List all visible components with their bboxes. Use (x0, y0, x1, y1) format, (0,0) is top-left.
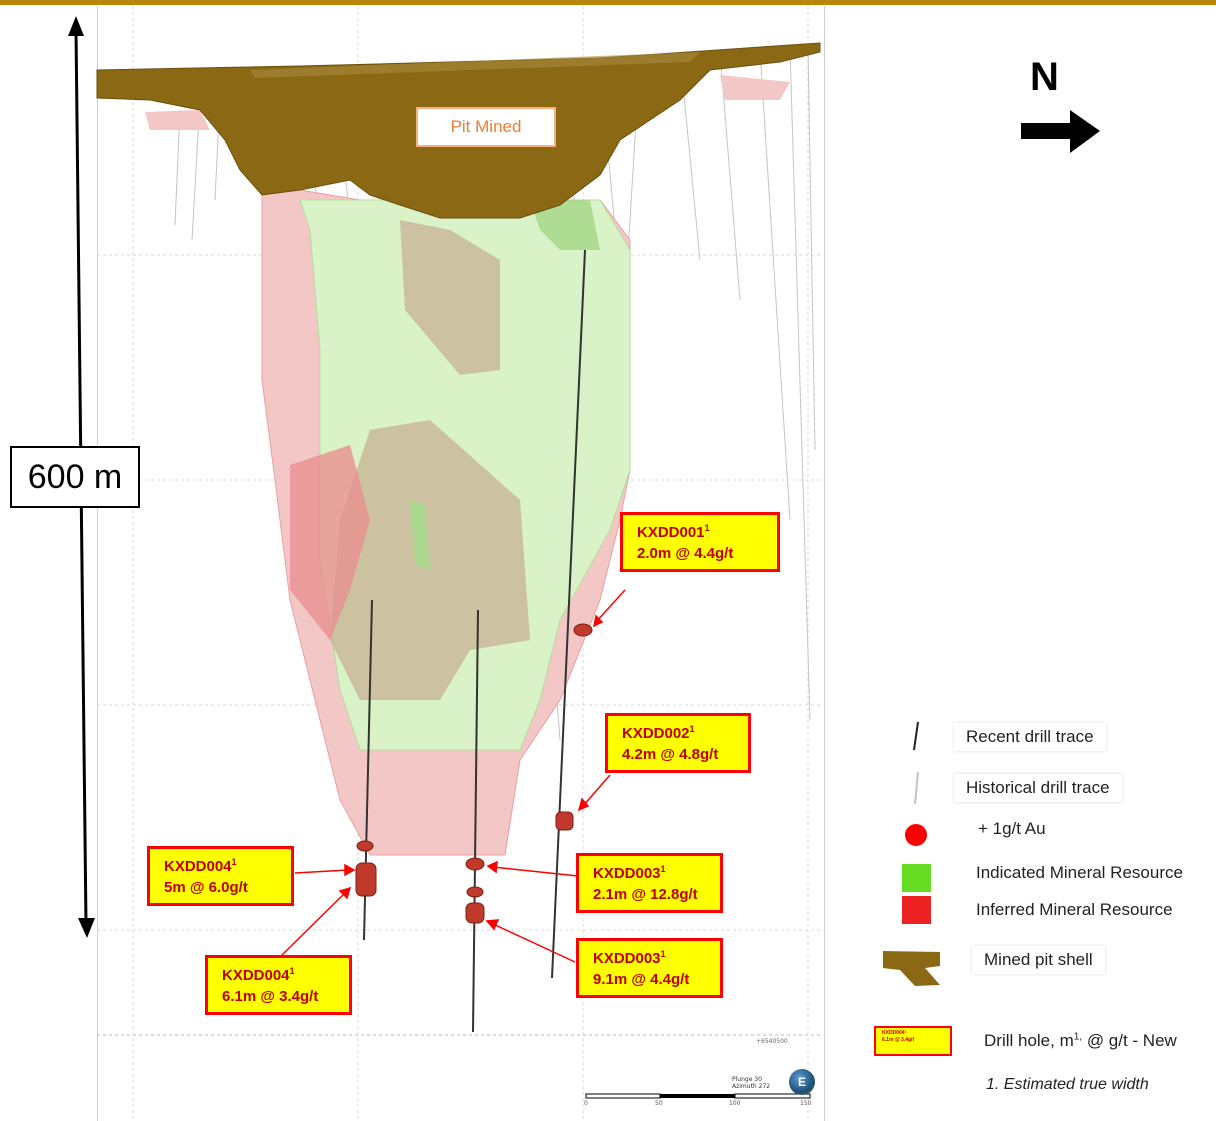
inferred-ear-left (145, 110, 210, 130)
logo: E (789, 1069, 815, 1095)
callout-kxdd001: KXDD0011 2.0m @ 4.4g/t (620, 512, 780, 572)
callout-value: 4.2m @ 4.8g/t (622, 746, 719, 763)
callout-hole: KXDD004 (222, 967, 290, 984)
horizontal-scale-bar (585, 1093, 811, 1099)
callout-hole: KXDD004 (164, 858, 232, 875)
callout-value: 2.1m @ 12.8g/t (593, 886, 698, 903)
scale-tick-100: 100 (729, 1100, 741, 1107)
legend-historical-drill-icon (914, 771, 919, 805)
callout-value: 9.1m @ 4.4g/t (593, 971, 690, 988)
legend-inferred-icon (902, 896, 931, 924)
top-border (0, 0, 1216, 5)
callout-arrows (281, 589, 626, 963)
pit-mined-label: Pit Mined (416, 107, 556, 147)
lowgrade-patch-lower (330, 420, 530, 700)
azimuth-label: Azimuth 272 (732, 1083, 771, 1090)
scale-tick-0: 0 (584, 1100, 588, 1107)
legend-historical-drill-label: Historical drill trace (954, 774, 1122, 802)
lowgrade-patch-upper (400, 220, 500, 375)
legend-pit-shell-label: Mined pit shell (972, 946, 1105, 974)
callout-value: 2.0m @ 4.4g/t (637, 545, 734, 562)
legend-indicated-icon (902, 864, 931, 892)
inferred-highgrade-patch (290, 445, 370, 640)
inferred-ear-right (720, 75, 790, 100)
north-arrow-icon (1021, 110, 1100, 153)
northing-label: +6540500 (756, 1038, 788, 1045)
legend-drill-hole-sample: KXDD004¹ 6.1m @ 3.4g/t (874, 1026, 952, 1056)
callout-hole: KXDD001 (637, 524, 705, 541)
legend-drill-hole-label: Drill hole, m1, @ g/t - New (972, 1027, 1189, 1055)
legend-inferred-label: Inferred Mineral Resource (964, 896, 1185, 924)
scale-tick-150: 150 (800, 1100, 812, 1107)
callout-kxdd004-b: KXDD0041 6.1m @ 3.4g/t (205, 955, 352, 1015)
legend-gold-label: + 1g/t Au (966, 815, 1058, 843)
legend-recent-drill-label: Recent drill trace (954, 723, 1106, 751)
legend-samples (883, 721, 940, 986)
view-orientation: Plunge 30 Azimuth 272 (732, 1076, 770, 1090)
legend-pit-shell-icon (883, 951, 940, 986)
scale-label: 600 m (10, 446, 140, 508)
callout-kxdd003-b: KXDD0031 9.1m @ 4.4g/t (576, 938, 723, 998)
legend-gold-icon (905, 824, 927, 846)
callout-hole: KXDD002 (622, 725, 690, 742)
legend-recent-drill-icon (913, 721, 919, 751)
pit-shell-highlight (250, 52, 700, 78)
legend-indicated-label: Indicated Mineral Resource (964, 859, 1195, 887)
north-label: N (1030, 55, 1059, 99)
callout-kxdd002: KXDD0021 4.2m @ 4.8g/t (605, 713, 751, 773)
callout-kxdd003-a: KXDD0031 2.1m @ 12.8g/t (576, 853, 723, 913)
callout-value: 6.1m @ 3.4g/t (222, 988, 319, 1005)
gold-intersections (355, 623, 593, 924)
indicated-sliver (410, 500, 430, 570)
callout-kxdd004-a: KXDD0041 5m @ 6.0g/t (147, 846, 294, 906)
callout-value: 5m @ 6.0g/t (164, 879, 248, 896)
legend-footnote: 1. Estimated true width (968, 1074, 1167, 1096)
callout-hole: KXDD003 (593, 950, 661, 967)
callout-hole: KXDD003 (593, 865, 661, 882)
indicated-highgrade-patch (530, 200, 600, 250)
plunge-label: Plunge 30 (732, 1076, 762, 1083)
scale-tick-50: 50 (655, 1100, 663, 1107)
